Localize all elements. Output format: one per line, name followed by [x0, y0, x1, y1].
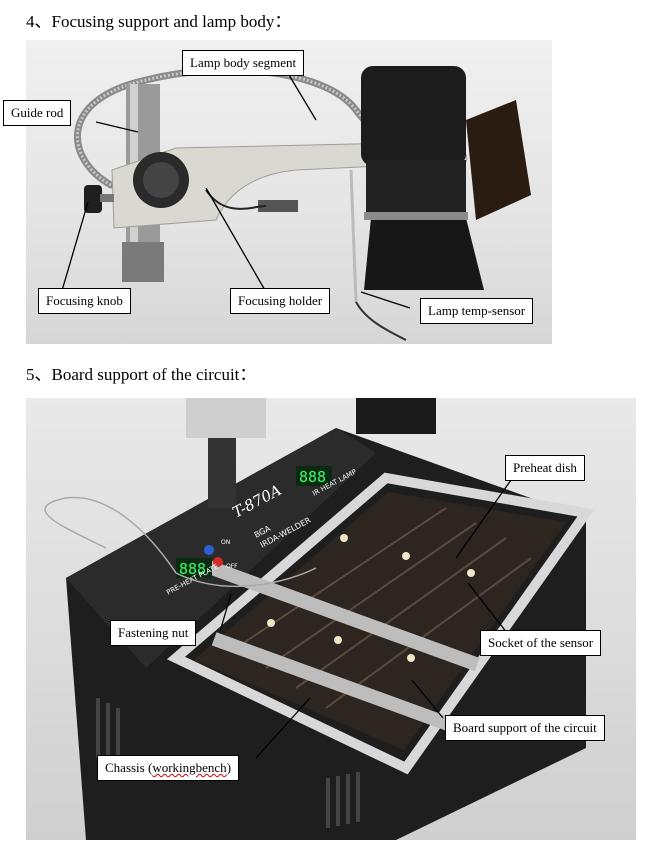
lamp-column — [208, 438, 236, 508]
board-support-illustration: 888 888 T-870A BGA IRDA-WELDER PRE-HEAT … — [44, 398, 595, 840]
focusing-support-photo — [26, 40, 552, 344]
rod-thread — [122, 242, 164, 282]
display-left-bg — [176, 558, 212, 578]
focusing-knob — [84, 185, 102, 213]
label-focusing-knob: Focusing knob — [38, 288, 131, 314]
off-label: OFF — [226, 563, 238, 570]
preheat-dish — [194, 492, 566, 750]
control-panel — [66, 428, 376, 668]
section-5-heading: 5、Board support of the circuit： — [26, 365, 257, 384]
lamp-clamp — [364, 212, 468, 220]
leader-lines — [60, 74, 411, 309]
chassis-word: workingbench — [152, 760, 227, 775]
section-4-heading: 4、Focusing support and lamp body： — [26, 12, 292, 31]
chassis-prefix: Chassis ( — [105, 760, 153, 775]
cable-connector — [258, 200, 298, 212]
preheat-on-button — [204, 545, 214, 555]
label-preheat-dish: Preheat dish — [505, 455, 585, 481]
label-board-support: Board support of the circuit — [445, 715, 605, 741]
board-support-bar-2 — [211, 632, 471, 738]
lamp-body-middle — [366, 160, 466, 220]
label-lamp-body-segment: Lamp body segment — [182, 50, 305, 76]
label-fastening-nut: Fastening nut — [110, 620, 197, 646]
sensor-wire — [355, 301, 407, 341]
display-right: 888 — [299, 468, 326, 486]
sensor-wire — [44, 496, 317, 588]
side-vents — [96, 698, 360, 828]
lamp-head — [356, 398, 436, 434]
preheat-off-button — [213, 557, 223, 567]
lamp-temp-sensor-probe — [349, 169, 358, 303]
label-lamp-temp-sensor: Lamp temp-sensor — [420, 298, 534, 324]
lamp-body-upper — [361, 66, 466, 166]
board-support-photo: 888 888 T-870A BGA IRDA-WELDER PRE-HEAT … — [26, 398, 636, 840]
label-chassis: Chassis (workingbench) — [97, 755, 240, 781]
display-right-bg — [296, 466, 332, 486]
label-focusing-holder: Focusing holder — [230, 288, 331, 314]
silver-frame — [166, 472, 595, 775]
board-support-bar-1 — [202, 558, 480, 672]
filter-plate — [466, 100, 531, 220]
focusing-support-illustration — [60, 66, 531, 341]
support-pins — [267, 534, 475, 662]
display-left: 888 — [179, 560, 206, 578]
focusing-knob-shaft — [100, 194, 114, 202]
holder-knob-center — [143, 162, 179, 198]
chassis-suffix: ) — [226, 760, 232, 775]
lamp-holder — [186, 398, 266, 438]
on-label: ON — [221, 539, 230, 546]
label-guide-rod: Guide rod — [3, 100, 72, 126]
label-socket-of-the-sensor: Socket of the sensor — [480, 630, 602, 656]
lamp-reflector — [364, 218, 484, 290]
leader-lines-2 — [220, 479, 512, 759]
